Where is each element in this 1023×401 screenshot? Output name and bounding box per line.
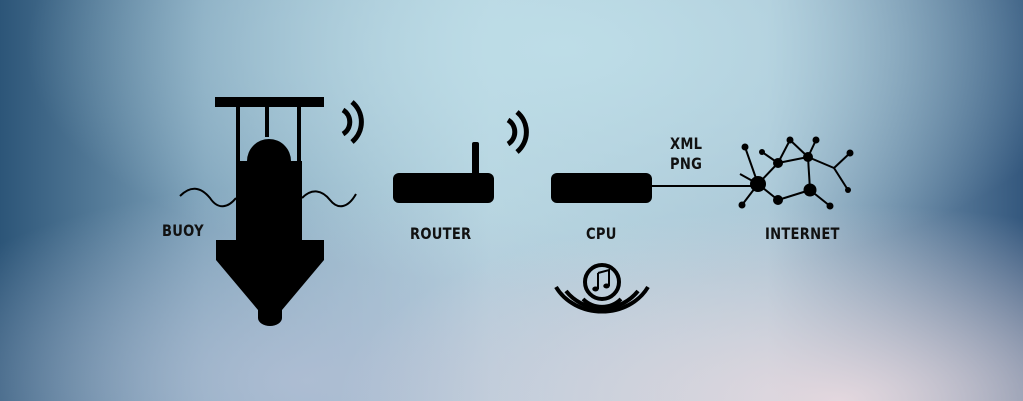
- router-label: ROUTER: [410, 224, 472, 243]
- cpu-icon: [551, 173, 652, 203]
- music-speaker-icon: [554, 263, 650, 314]
- network-graph-icon: [738, 136, 854, 210]
- internet-label: INTERNET: [765, 224, 840, 243]
- router-signal-icon: [506, 110, 529, 154]
- router-icon: [393, 142, 494, 203]
- music-note-icon: [592, 268, 610, 292]
- xml-format-label: XML: [670, 134, 703, 153]
- buoy-signal-icon: [341, 100, 364, 144]
- buoy-icon: [179, 97, 357, 326]
- cpu-label: CPU: [586, 224, 617, 243]
- png-format-label: PNG: [670, 154, 703, 173]
- buoy-label: BUOY: [162, 221, 204, 240]
